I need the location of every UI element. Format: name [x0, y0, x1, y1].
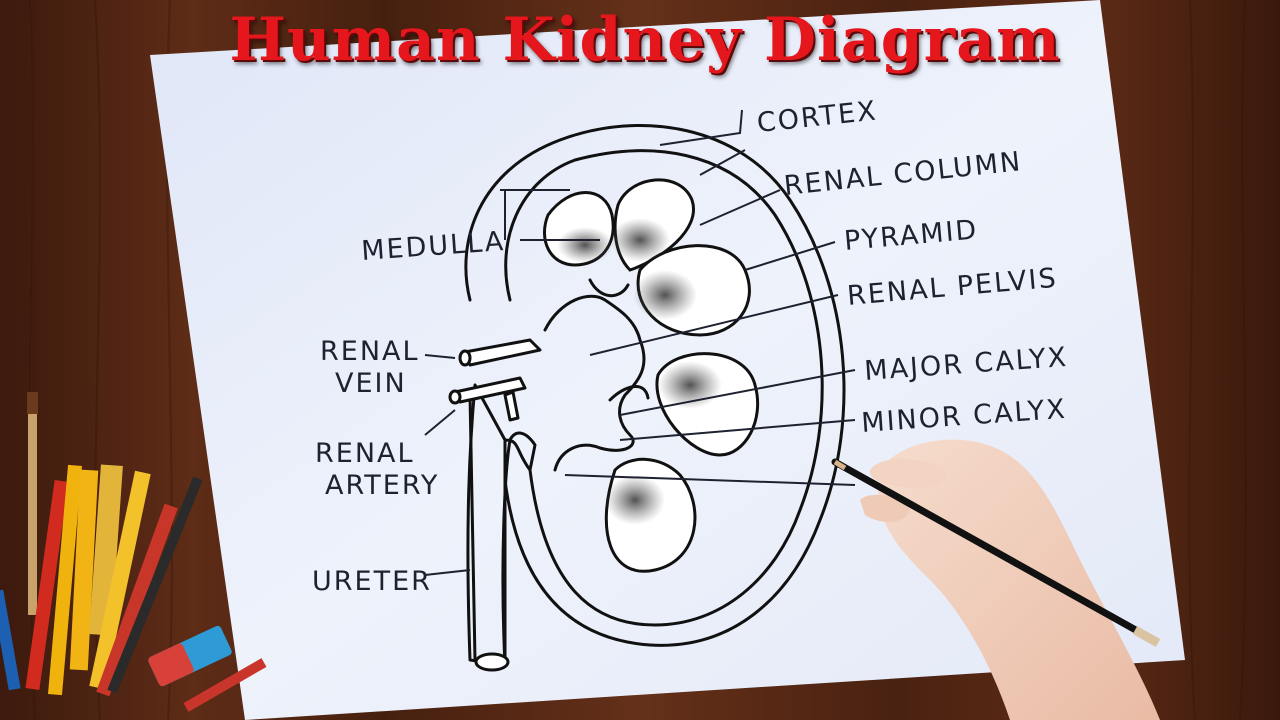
eraser-icon	[148, 625, 232, 687]
label-renal-vein-line1: RENAL	[320, 336, 420, 367]
pencil-set	[0, 392, 267, 712]
page-title: Human Kidney Diagram	[229, 5, 1061, 75]
ureter-opening	[474, 652, 510, 672]
hand-icon	[860, 439, 1160, 720]
label-renal-vein-line2: VEIN	[335, 368, 407, 399]
kidney-outline	[464, 124, 846, 647]
label-renal-artery-line2: ARTERY	[325, 470, 439, 501]
pencil-icon	[0, 464, 267, 712]
ureter-and-vessels	[448, 338, 542, 672]
leader-lines	[424, 109, 856, 576]
paintbrush-icon	[27, 392, 38, 615]
label-ureter: URETER	[312, 566, 432, 597]
pyramid-shading	[557, 218, 722, 525]
label-renal-artery-line1: RENAL	[315, 438, 415, 469]
drawing-pencil	[831, 458, 1161, 647]
